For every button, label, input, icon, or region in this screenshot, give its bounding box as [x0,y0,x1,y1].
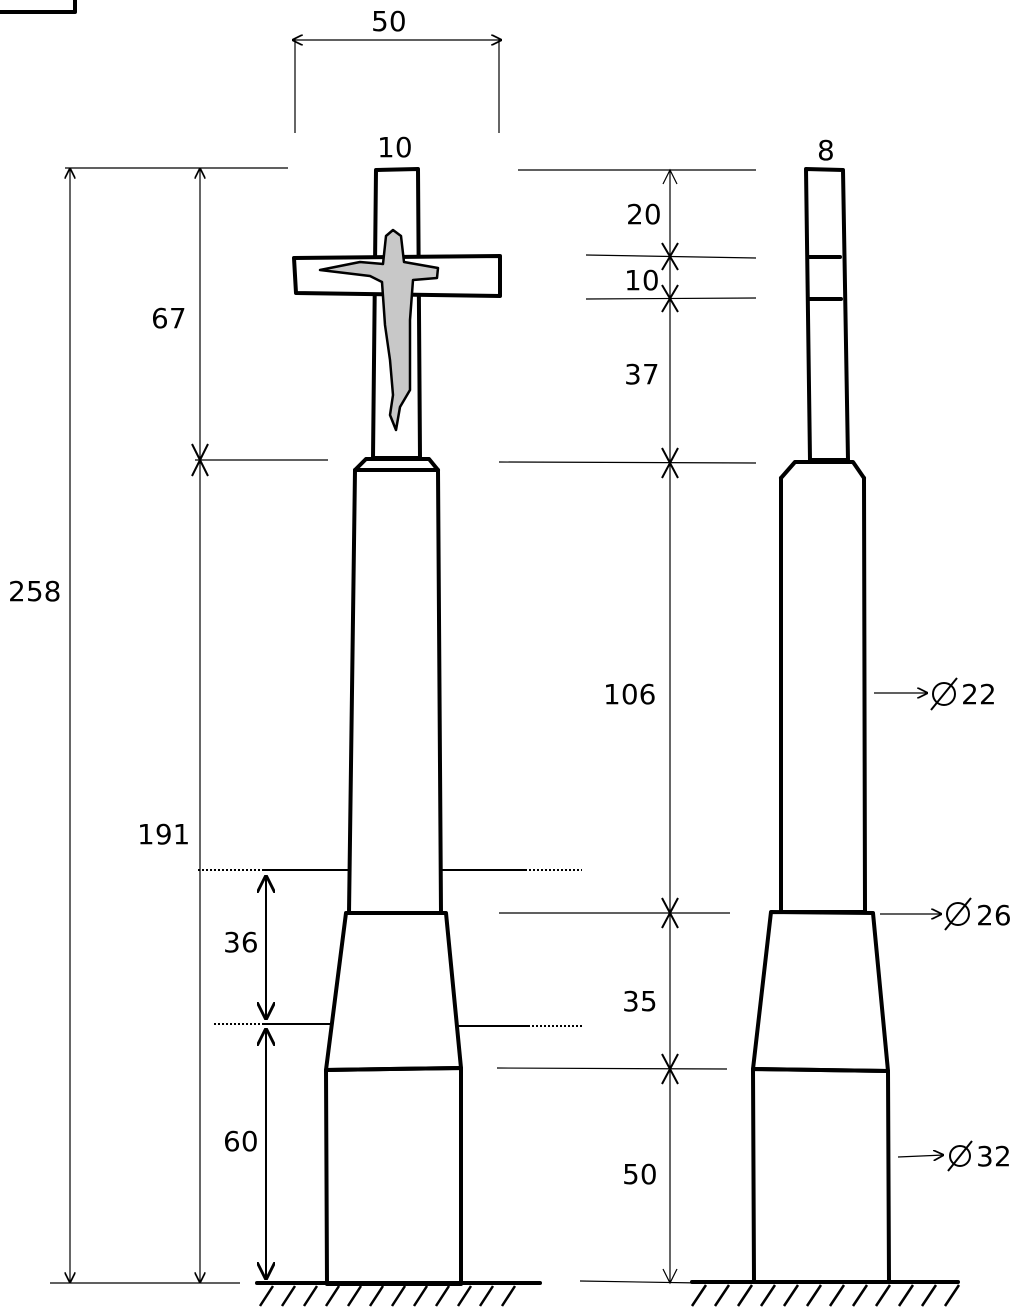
dim-top-width: 50 [371,5,407,38]
dimension-labels: 50 10 258 67 191 36 60 8 20 10 37 106 35… [8,5,1012,1191]
dim-side-taper: 35 [622,985,658,1018]
taper [324,911,463,1072]
dim-seg-lower: 37 [624,358,660,391]
corner-frame [0,0,77,14]
diameter-32: 32 [947,1140,1012,1173]
shaft-cap [353,457,440,472]
crucifix-figure [318,228,440,432]
dim-cross-height: 67 [151,302,187,335]
ground-hatch [258,1285,517,1307]
side-taper [751,910,890,1073]
side-base [751,1067,891,1284]
dim-side-width: 8 [817,134,835,167]
dim-seg-band: 10 [624,264,660,297]
diameter-26: 26 [944,897,1012,932]
side-post-top [804,167,850,462]
dim-diameter-base: 32 [976,1140,1012,1173]
dim-base-height: 60 [223,1125,259,1158]
dim-shaft-height: 191 [137,818,190,851]
shaft [347,468,443,915]
front-view [50,38,756,1307]
dim-cross-width: 10 [377,131,413,164]
dim-seg-top: 20 [626,198,662,231]
side-view [496,167,961,1307]
side-cap [779,460,866,480]
dim-total-height: 258 [8,575,61,608]
base [324,1066,463,1286]
dim-taper-height: 36 [223,926,259,959]
dim-diameter-shaft: 22 [961,678,997,711]
dim-diameter-taper: 26 [976,899,1012,932]
dim-side-shaft: 106 [603,678,656,711]
dim-side-base: 50 [622,1158,658,1191]
diameter-22: 22 [930,677,997,711]
side-shaft [779,476,867,914]
